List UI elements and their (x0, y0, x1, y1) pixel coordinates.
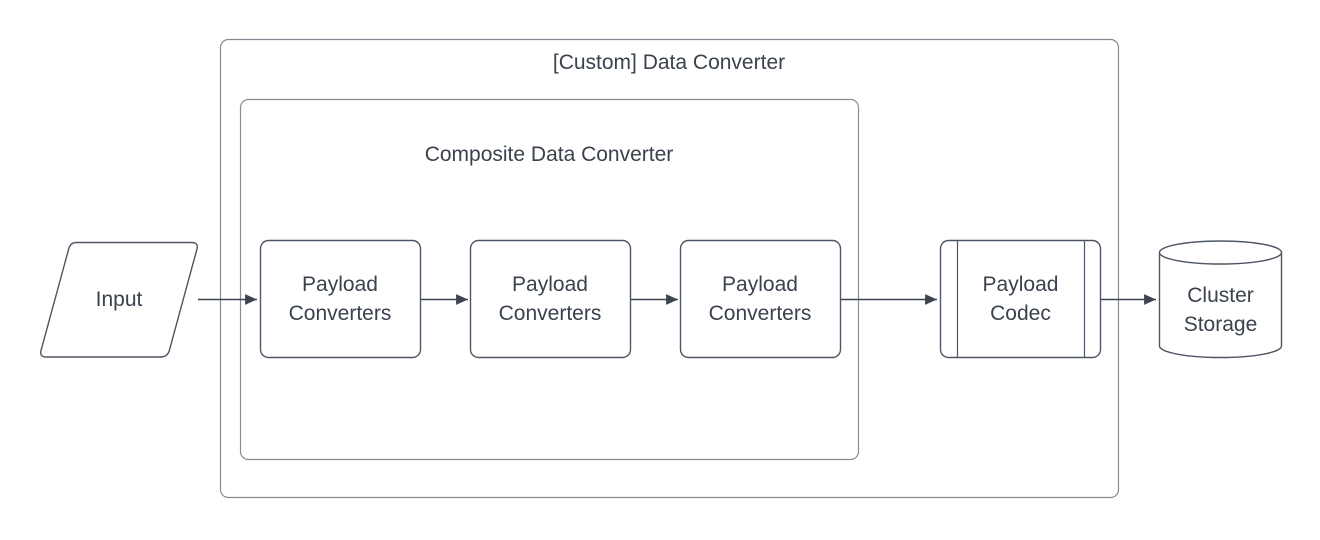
payload-converter-1-label: Payload Converters (288, 272, 392, 325)
payload-converter-3-shape (679, 239, 842, 359)
payload-codec-label: Payload Codec (982, 272, 1059, 325)
inner-container-title: Composite Data Converter (424, 143, 674, 166)
payload-converter-2-label: Payload Converters (498, 272, 602, 325)
input-shape (40, 241, 198, 358)
payload-converter-1-shape (259, 239, 422, 359)
input-label: Input (95, 288, 143, 311)
cluster-storage-label: Cluster Storage (1183, 284, 1258, 336)
payload-codec-shape (939, 239, 1102, 359)
outer-container-title: [Custom] Data Converter (552, 51, 786, 74)
payload-converter-3-label: Payload Converters (708, 272, 812, 325)
cluster-storage-body (1158, 252, 1283, 359)
cluster-storage-top (1158, 240, 1283, 265)
payload-converter-2-shape (469, 239, 632, 359)
